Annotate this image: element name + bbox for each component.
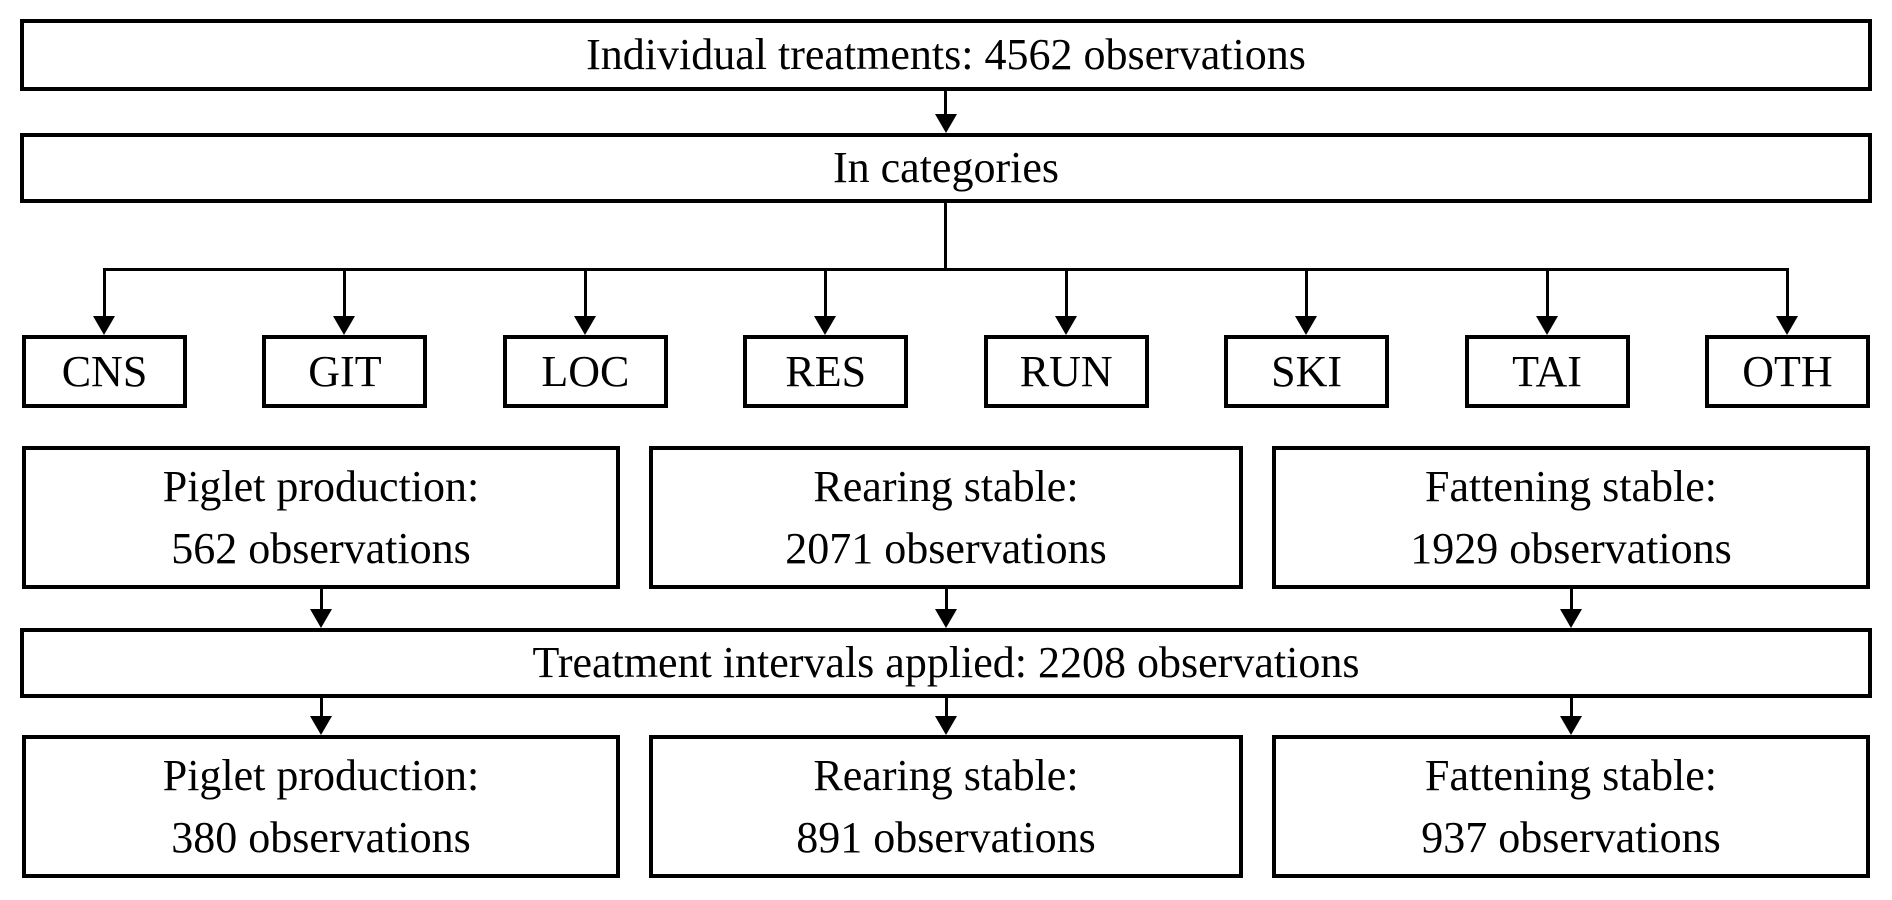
in-categories-box: In categories — [20, 133, 1872, 203]
stage-count: 891 observations — [796, 812, 1096, 862]
category-label: RUN — [1019, 347, 1113, 396]
stage-row-before: Piglet production: 562 observations Rear… — [22, 446, 1870, 589]
individual-treatments-box: Individual treatments: 4562 observations — [20, 19, 1872, 91]
branch-connector — [22, 268, 187, 335]
branch-connector — [984, 268, 1149, 335]
piglet-production-after-box: Piglet production: 380 observations — [22, 735, 620, 878]
treatment-intervals-label: Treatment intervals applied: 2208 observ… — [532, 638, 1360, 688]
stage-row-after: Piglet production: 380 observations Rear… — [22, 735, 1870, 878]
stage-count: 1929 observations — [1410, 523, 1732, 573]
connector-line — [343, 268, 347, 317]
rearing-stable-before-box: Rearing stable: 2071 observations — [649, 446, 1243, 589]
category-box-run: RUN — [983, 335, 1149, 408]
arrow-down-icon — [935, 609, 957, 628]
category-box-tai: TAI — [1464, 335, 1630, 408]
stage-title: Fattening stable: — [1424, 750, 1718, 800]
stage-cell: Rearing stable: 891 observations — [649, 735, 1243, 878]
category-label: OTH — [1742, 347, 1833, 396]
piglet-production-before-box: Piglet production: 562 observations — [22, 446, 620, 589]
connector-line — [1305, 268, 1309, 317]
category-box-git: GIT — [262, 335, 428, 408]
stage-connector — [649, 589, 1243, 628]
stage-connector — [22, 698, 620, 735]
fattening-stable-before-box: Fattening stable: 1929 observations — [1272, 446, 1870, 589]
arrow-down-icon — [333, 316, 356, 335]
category-box-res: RES — [743, 335, 909, 408]
stage-cell: Rearing stable: 2071 observations — [649, 446, 1243, 589]
connector-line — [1569, 589, 1573, 611]
arrow-down-icon — [93, 316, 115, 335]
treatment-intervals-box: Treatment intervals applied: 2208 observ… — [20, 628, 1872, 698]
branch-connector — [1224, 268, 1389, 335]
stage-count: 2071 observations — [785, 523, 1107, 573]
connector-line — [944, 589, 948, 611]
arrow-down-icon — [1295, 316, 1318, 335]
stage-connector — [1272, 589, 1870, 628]
fattening-stable-after-box: Fattening stable: 937 observations — [1272, 735, 1870, 878]
connector-line — [1545, 268, 1549, 317]
connector-line — [319, 589, 323, 611]
category-label: SKI — [1271, 347, 1343, 396]
arrows-to-intervals — [22, 589, 1870, 628]
arrow-down-icon — [1775, 316, 1798, 335]
in-categories-label: In categories — [833, 143, 1059, 193]
stage-title: Piglet production: — [162, 461, 480, 511]
stage-title: Fattening stable: — [1424, 461, 1718, 511]
connector-line — [1064, 268, 1068, 317]
arrow-down-icon — [1054, 316, 1077, 335]
stage-title: Piglet production: — [162, 750, 480, 800]
connector-line — [824, 268, 828, 317]
category-box-cns: CNS — [22, 335, 187, 408]
connector-line — [944, 203, 947, 269]
stage-cell: Fattening stable: 1929 observations — [1272, 446, 1870, 589]
arrow-down-icon — [310, 609, 332, 628]
category-label: RES — [785, 347, 867, 396]
stage-count: 937 observations — [1421, 812, 1721, 862]
category-box-oth: OTH — [1704, 335, 1870, 408]
category-label: TAI — [1512, 347, 1582, 396]
arrow-down-icon — [935, 716, 957, 735]
connector-line — [583, 268, 587, 317]
rearing-stable-after-box: Rearing stable: 891 observations — [649, 735, 1243, 878]
connector-line — [319, 698, 323, 718]
arrow-down-icon — [1560, 716, 1582, 735]
stage-cell: Piglet production: 562 observations — [22, 446, 620, 589]
connector-line — [103, 268, 106, 317]
stage-cell: Piglet production: 380 observations — [22, 735, 620, 878]
arrow-down-icon — [310, 716, 332, 735]
arrow-down-icon — [1535, 316, 1558, 335]
branch-connector — [262, 268, 427, 335]
category-label: LOC — [541, 347, 630, 396]
connector-line — [1569, 698, 1573, 718]
stage-title: Rearing stable: — [813, 750, 1079, 800]
branch-connector — [743, 268, 908, 335]
stage-cell: Fattening stable: 937 observations — [1272, 735, 1870, 878]
connector-line — [1785, 268, 1789, 317]
branch-connector — [1705, 268, 1870, 335]
arrow-down-icon — [814, 316, 837, 335]
arrows-to-final-stages — [22, 698, 1870, 735]
connector-line — [944, 91, 947, 116]
category-label: GIT — [308, 347, 382, 396]
distribution-line — [103, 268, 1789, 271]
arrow-down-icon — [935, 114, 957, 133]
stage-connector — [649, 698, 1243, 735]
branch-arrows-row — [22, 268, 1870, 335]
category-box-ski: SKI — [1224, 335, 1390, 408]
arrow-down-icon — [573, 316, 596, 335]
stage-count: 380 observations — [171, 812, 471, 862]
category-row: CNS GIT LOC RES RUN SKI TAI OTH — [22, 335, 1870, 408]
category-label: CNS — [61, 347, 148, 396]
branch-connector — [503, 268, 668, 335]
branch-connector — [1465, 268, 1630, 335]
stage-connector — [22, 589, 620, 628]
individual-treatments-label: Individual treatments: 4562 observations — [586, 30, 1306, 80]
stage-connector — [1272, 698, 1870, 735]
arrow-down-icon — [1560, 609, 1582, 628]
stage-count: 562 observations — [171, 523, 471, 573]
category-box-loc: LOC — [502, 335, 668, 408]
connector-line — [944, 698, 948, 718]
stage-title: Rearing stable: — [813, 461, 1079, 511]
